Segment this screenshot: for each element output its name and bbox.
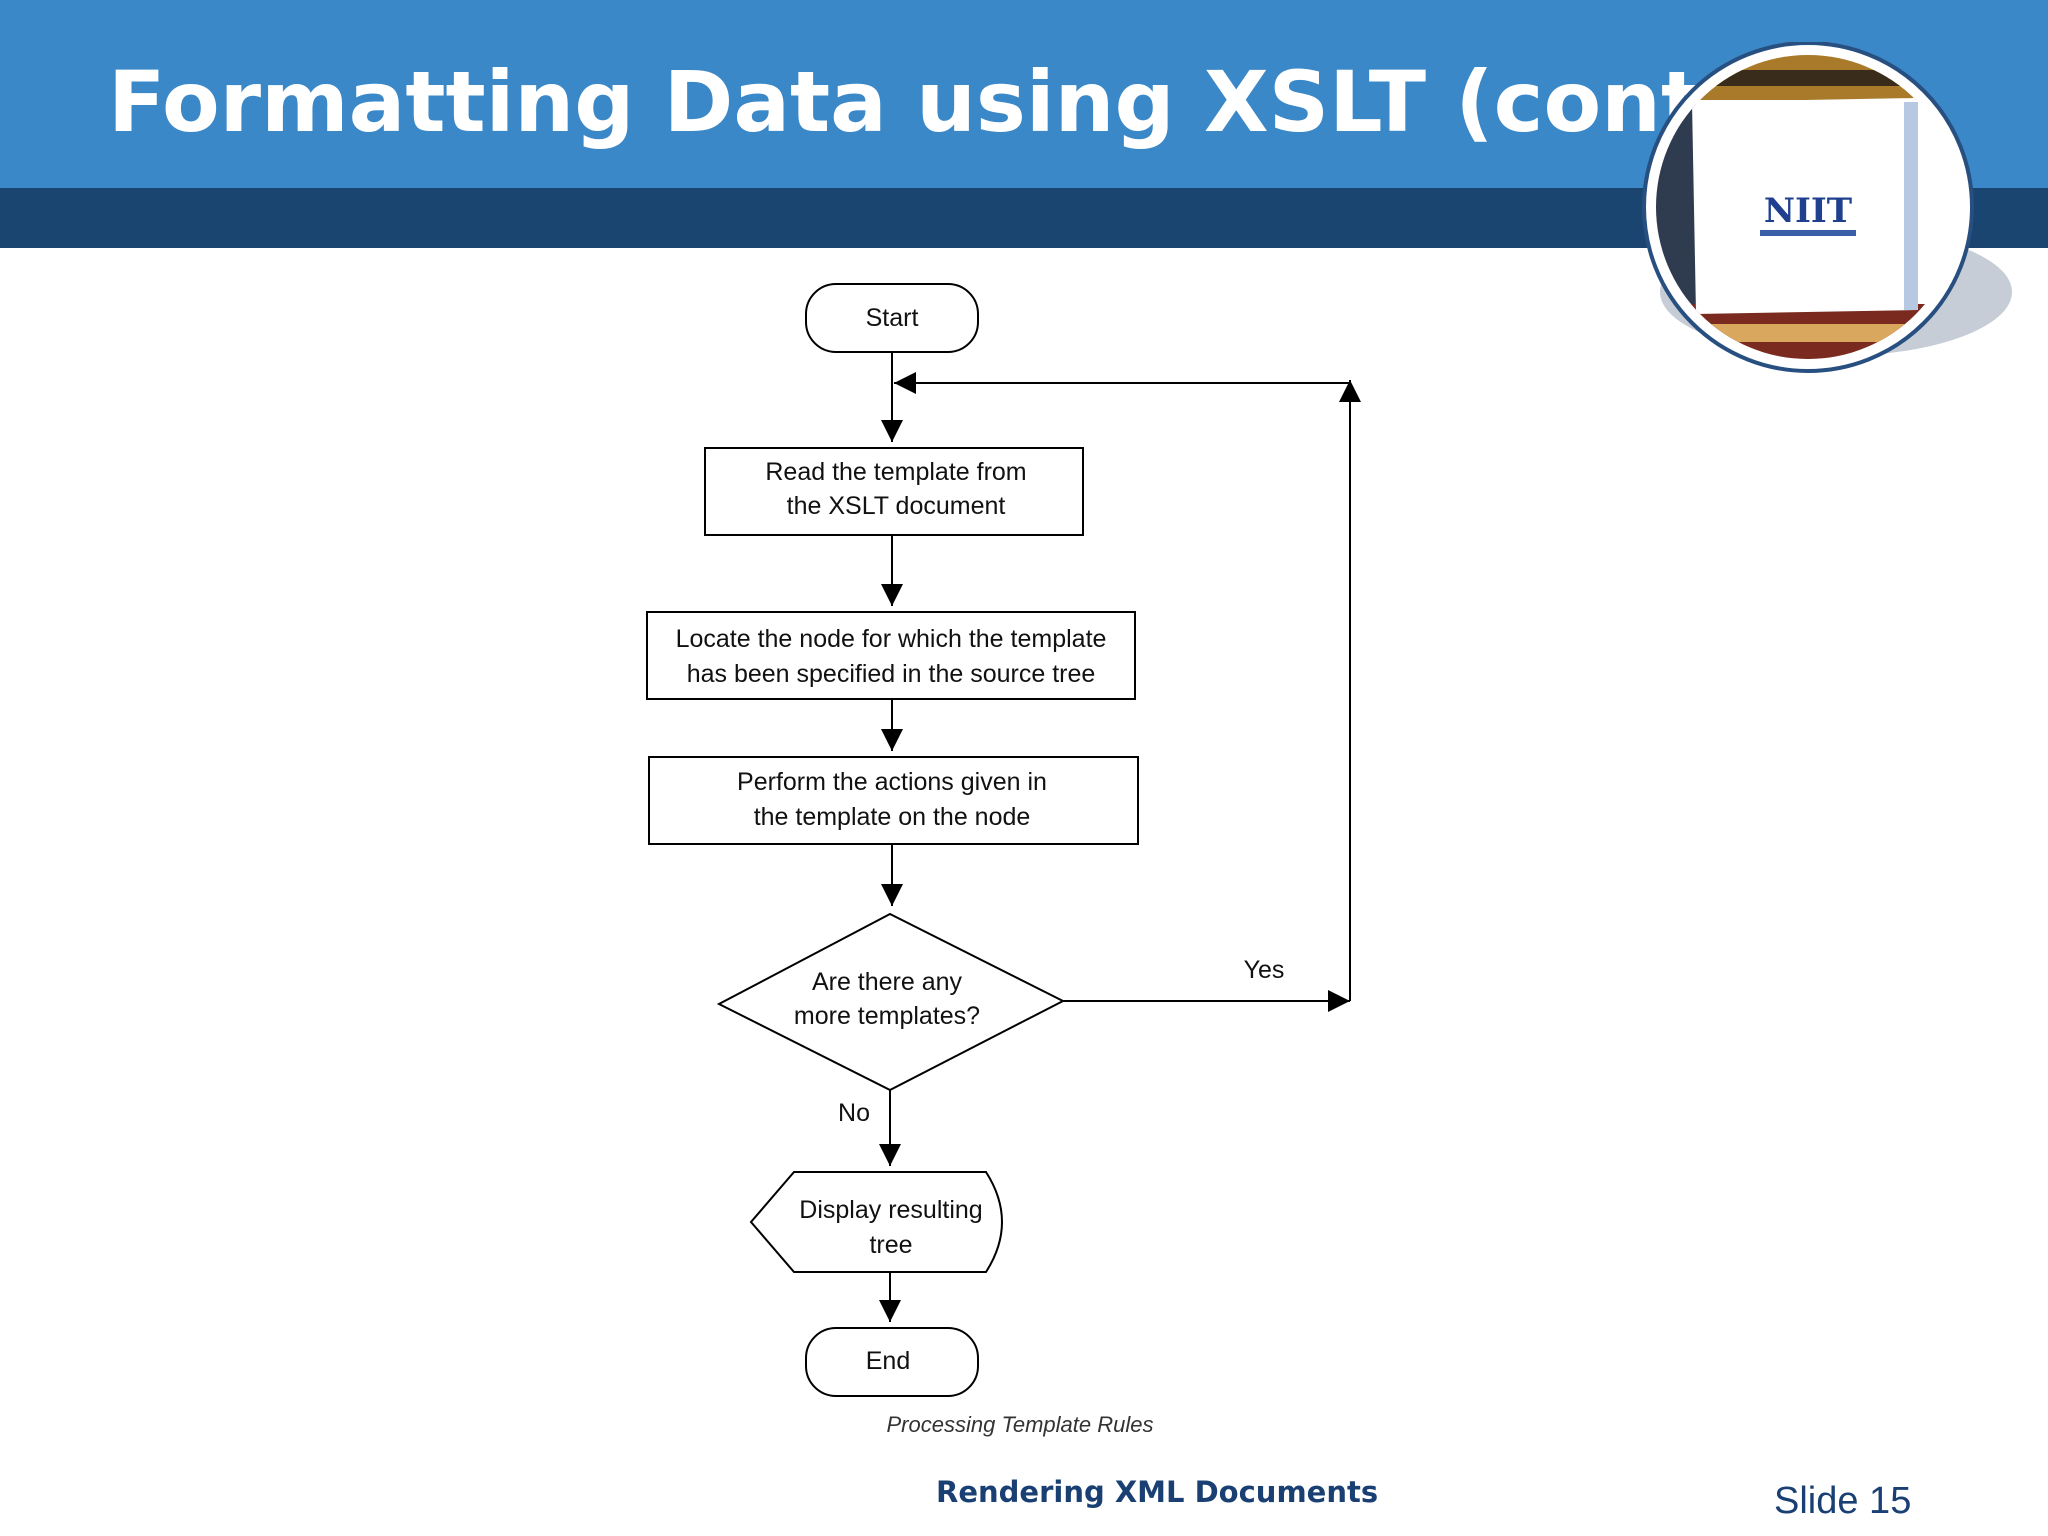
step-locate-node-line2: has been specified in the source tree	[687, 660, 1096, 688]
step-perform-actions-line1: Perform the actions given in	[737, 768, 1047, 796]
niit-logo-badge: NIIT	[1642, 42, 2012, 373]
slide-number: Slide 15	[1774, 1480, 1912, 1522]
step-read-template	[704, 447, 1084, 536]
badge-photo-bottom-stripe	[1656, 324, 1960, 342]
display-line1: Display resulting	[799, 1196, 982, 1224]
badge-card-edge	[1904, 102, 1918, 310]
step-perform-actions	[648, 756, 1139, 845]
step-locate-node	[646, 611, 1136, 700]
start-label: Start	[866, 304, 919, 332]
decision-line1: Are there any	[812, 968, 963, 996]
display-resulting-tree	[749, 1171, 1003, 1273]
flowchart-caption: Processing Template Rules	[887, 1412, 1154, 1437]
footer-title: Rendering XML Documents	[936, 1475, 1379, 1509]
step-read-template-line2: the XSLT document	[787, 492, 1006, 520]
end-label: End	[866, 1347, 910, 1375]
niit-logo-text: NIIT	[1764, 191, 1852, 231]
step-locate-node-line1: Locate the node for which the template	[676, 625, 1107, 653]
yes-label: Yes	[1244, 956, 1285, 984]
display-line2: tree	[869, 1231, 912, 1259]
step-read-template-line1: Read the template from	[765, 458, 1026, 486]
badge-card	[1692, 98, 1918, 314]
step-perform-actions-line2: the template on the node	[754, 803, 1031, 831]
decision-line2: more templates?	[794, 1002, 980, 1030]
no-label: No	[838, 1099, 870, 1127]
niit-logo-tagline	[1760, 230, 1856, 236]
end-terminator	[805, 1327, 979, 1397]
slide-title: Formatting Data using XSLT (cont.)	[108, 53, 1772, 151]
